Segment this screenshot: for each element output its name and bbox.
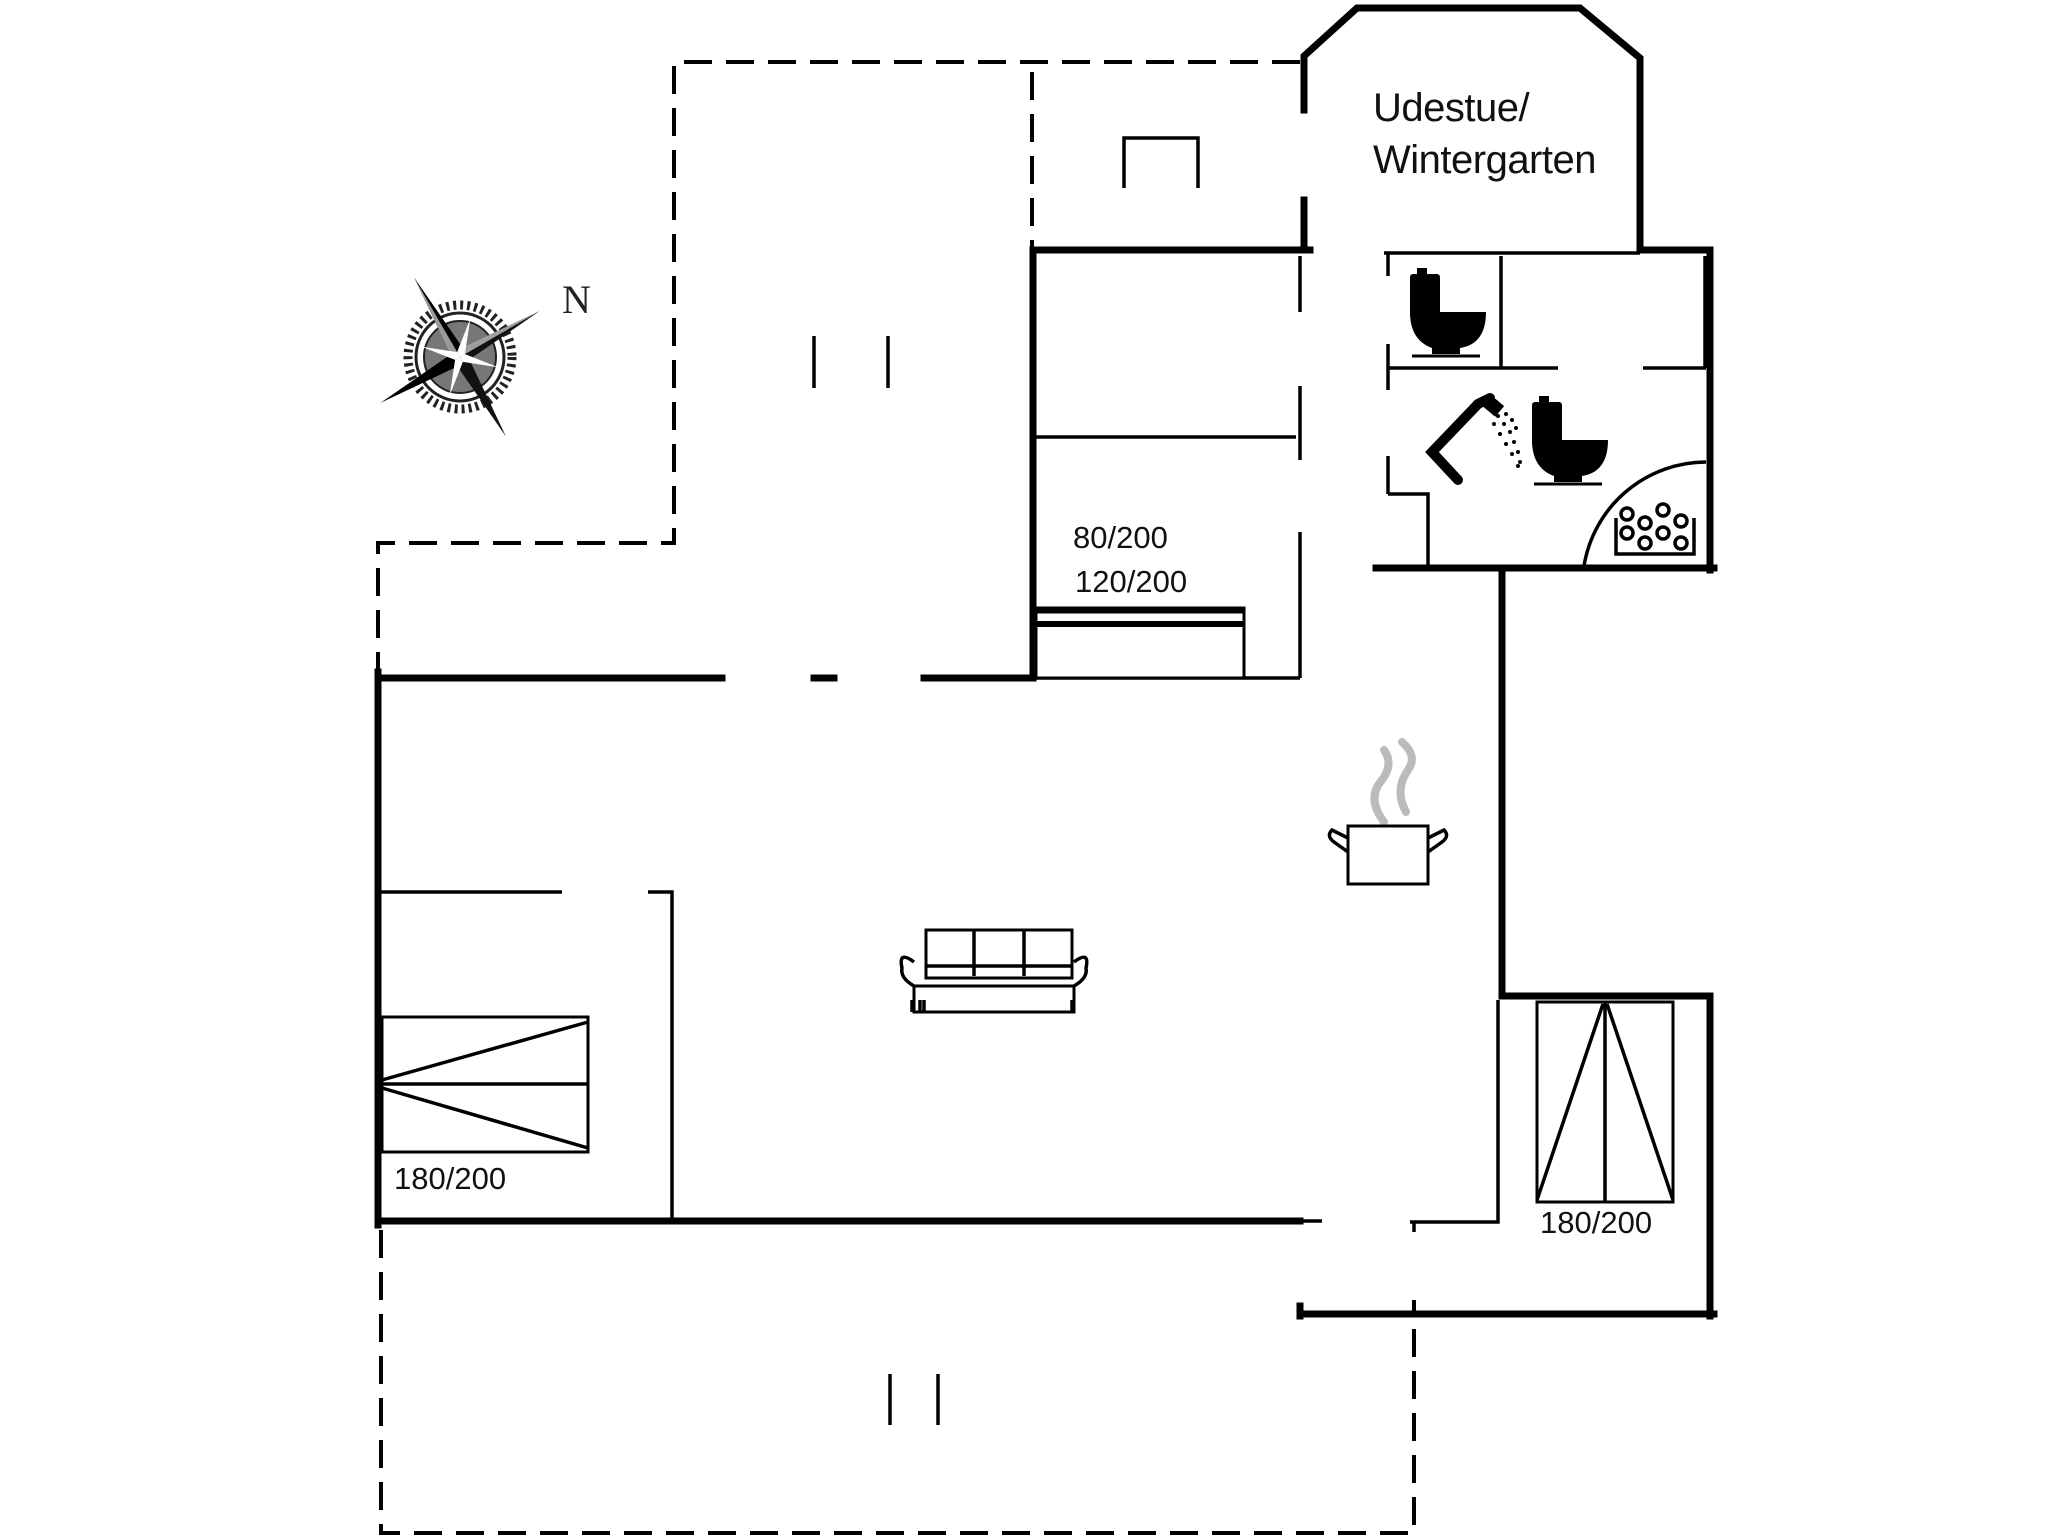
right-bed: [1535, 1000, 1675, 1204]
left-bed: [380, 1015, 590, 1154]
compass-rose-icon: [380, 277, 540, 437]
cooking-pot-icon: [1327, 738, 1449, 886]
bed-size-label: 180/200: [1540, 1205, 1653, 1240]
shower-icon: [1425, 393, 1522, 485]
toilet-icon: [1532, 396, 1608, 486]
bathroom-walls: [1372, 246, 1718, 574]
bed-size-label: 120/200: [1075, 564, 1188, 599]
left-bedroom-walls: [381, 890, 674, 1218]
sofa-icon: [899, 928, 1089, 1014]
bed-size-label: 80/200: [1073, 520, 1168, 555]
terrace-markers: [812, 336, 940, 1425]
conservatory-label: Udestue/ Wintergarten: [1373, 82, 1596, 186]
whirlpool-tub-icon: [1582, 460, 1707, 567]
conservatory-label-line1: Udestue/: [1373, 86, 1530, 130]
fireplace-icon: [1122, 136, 1200, 188]
bed-size-label: 180/200: [394, 1161, 507, 1196]
upper-bed: [1034, 606, 1246, 680]
terrace-outlines: [376, 60, 1416, 1535]
conservatory-label-line2: Wintergarten: [1373, 138, 1596, 182]
toilet-icon: [1410, 268, 1486, 358]
main-walls: [374, 564, 1718, 1320]
compass-north-label: N: [562, 277, 591, 322]
